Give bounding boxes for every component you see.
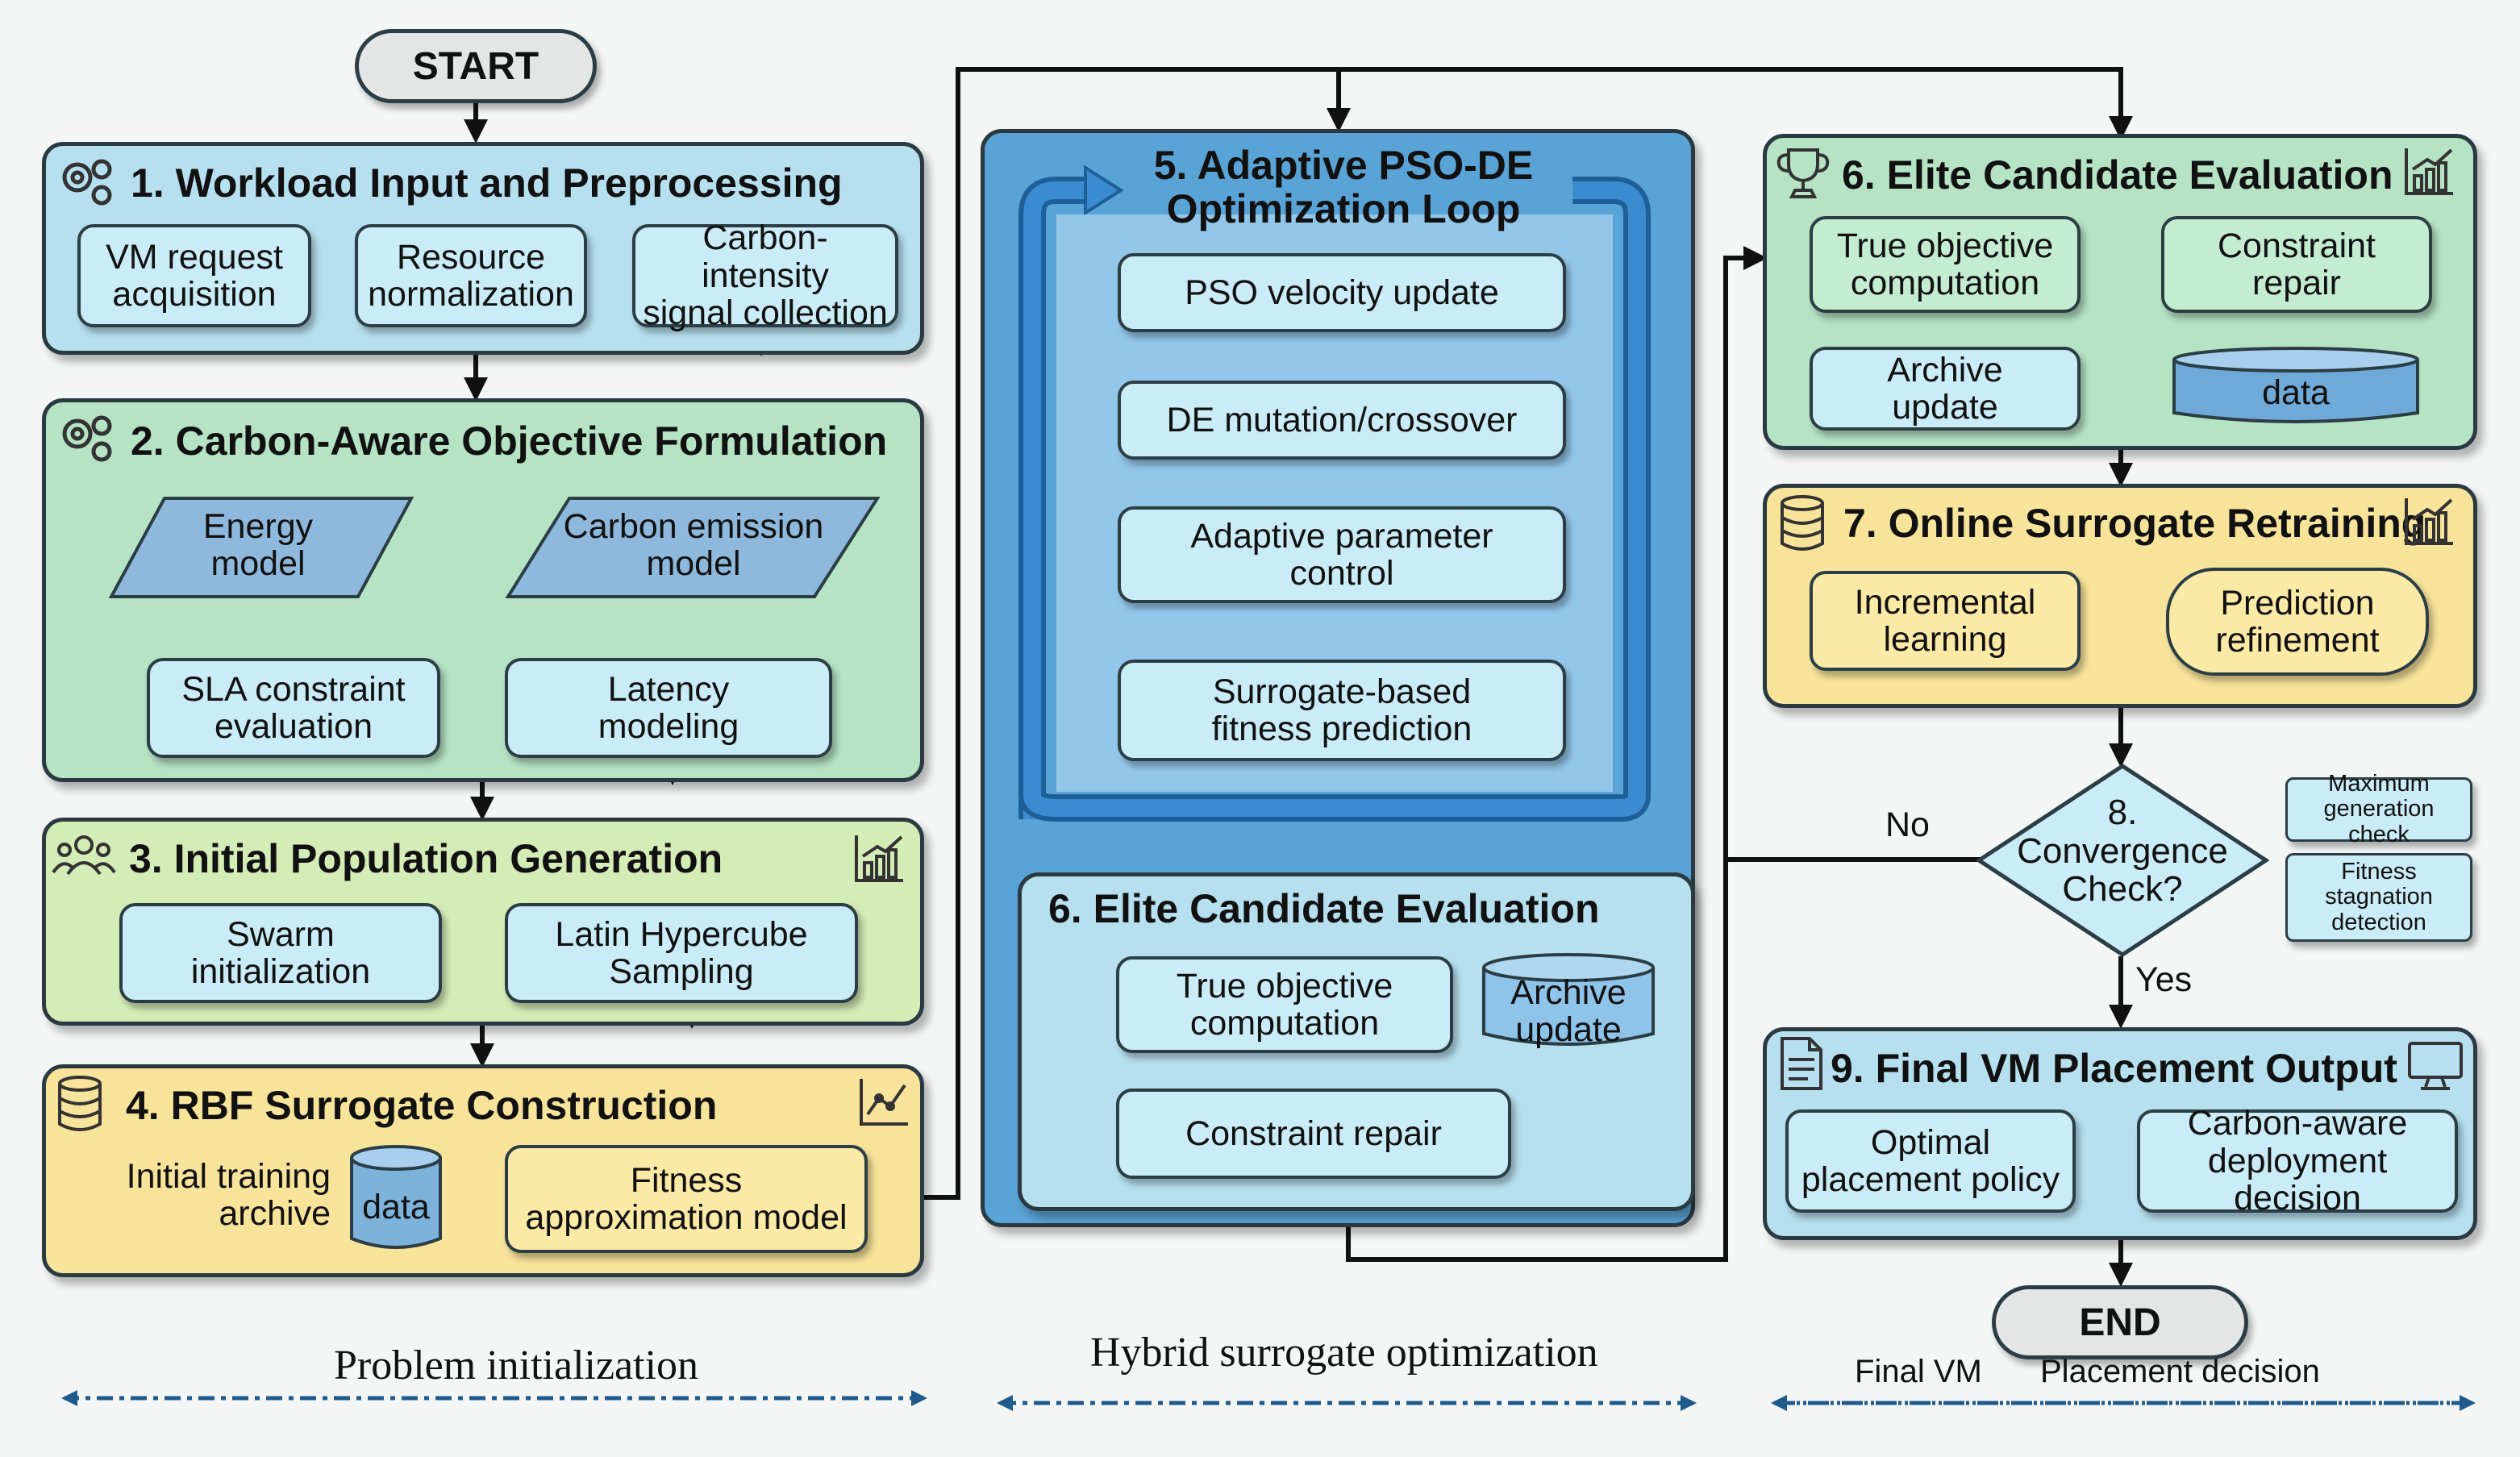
end-label: END [2079,1301,2161,1344]
adaptive-param-step: Adaptive parameter control [1118,506,1566,603]
constraint-repair-step: Constraint repair [2161,216,2432,313]
archive-label: Initial training archive [126,1157,331,1234]
trophy-icon [1774,145,1832,206]
phase-placement-decision: Placement decision [2040,1354,2320,1389]
gears-icon [55,153,119,217]
archive-update-step: Archive update [1810,347,2081,431]
prediction-refinement-step: Prediction refinement [2166,568,2429,676]
phase-problem-init: Problem initialization [334,1343,699,1388]
latency-modeling-step: Latency modeling [505,658,832,758]
convergence-label: 8. Convergence Check? [2017,793,2228,910]
carbon-signal-step: Carbon-intensity signal collection [632,219,898,331]
lhs-step: Latin Hypercube Sampling [505,903,858,1003]
bar-chart-icon [2403,495,2456,551]
people-icon [52,832,116,885]
database-icon [56,1076,103,1136]
stage1-title: 1. Workload Input and Preprocessing [131,160,843,206]
data-label: data [362,1188,430,1226]
start-terminal: START [355,29,597,103]
database-icon [1779,495,1826,556]
data-cylinder [350,1145,442,1249]
inner-constraint-repair: Constraint repair [1116,1089,1511,1179]
stage2-title: 2. Carbon-Aware Objective Formulation [131,418,888,464]
monitor-icon [2406,1040,2464,1096]
fitness-approx-model: Fitness approximation model [505,1145,868,1253]
energy-model-shape [108,497,414,598]
incremental-learning-step: Incremental learning [1810,571,2081,671]
true-objective-step: True objective computation [1810,216,2081,313]
archive-cylinder [1482,953,1655,1046]
bar-chart-icon [2403,145,2456,201]
swarm-init-step: Swarm initialization [119,903,442,1003]
gears-icon [55,410,119,473]
fitness-stagnation-criterion: Fitness stagnation detection [2285,853,2472,942]
stage4-title: 4. RBF Surrogate Construction [126,1083,718,1128]
surrogate-fitness-step: Surrogate-based fitness prediction [1118,660,1566,761]
max-generation-criterion: Maximum generation check [2285,771,2472,847]
phase-final-vm: Final VM [1855,1354,1982,1389]
carbon-model-shape [505,497,881,598]
vm-request-step: VM request acquisition [77,224,311,327]
line-chart-icon [858,1076,911,1131]
stage6-title: 6. Elite Candidate Evaluation [1842,152,2393,198]
document-icon [1779,1035,1824,1096]
carbon-model-label: Carbon emission model [563,507,824,584]
stage5-title: 5. Adaptive PSO-DE Optimization Loop [1153,143,1534,231]
inner-true-objective: True objective computation [1116,956,1453,1053]
end-terminal: END [1992,1285,2248,1359]
energy-model-label: Energy model [202,507,314,584]
stage7-title: 7. Online Surrogate Retraining [1843,501,2426,546]
sla-constraint-step: SLA constraint evaluation [147,658,440,758]
convergence-diamond [1976,764,2269,957]
phase-hybrid-optimization: Hybrid surrogate optimization [1090,1330,1598,1376]
optimal-policy-step: Optimal placement policy [1785,1109,2076,1213]
pso-velocity-step: PSO velocity update [1118,253,1566,332]
inner-archive-label: Archive update [1510,973,1627,1050]
no-label: No [1885,806,1930,844]
yes-label: Yes [2135,960,2193,999]
carbon-deployment-step: Carbon-aware deployment decision [2137,1105,2458,1217]
stage3-title: 3. Initial Population Generation [129,836,723,881]
data-cylinder-right [2172,347,2419,423]
stage6-inner-title: 6. Elite Candidate Evaluation [1048,886,1600,931]
de-mutation-step: DE mutation/crossover [1118,381,1566,460]
start-label: START [412,44,539,88]
stage9-title: 9. Final VM Placement Output [1831,1046,2397,1091]
resource-normalization-step: Resource normalization [355,224,587,327]
data-right-label: data [2262,373,2330,412]
bar-chart-icon [853,832,906,888]
